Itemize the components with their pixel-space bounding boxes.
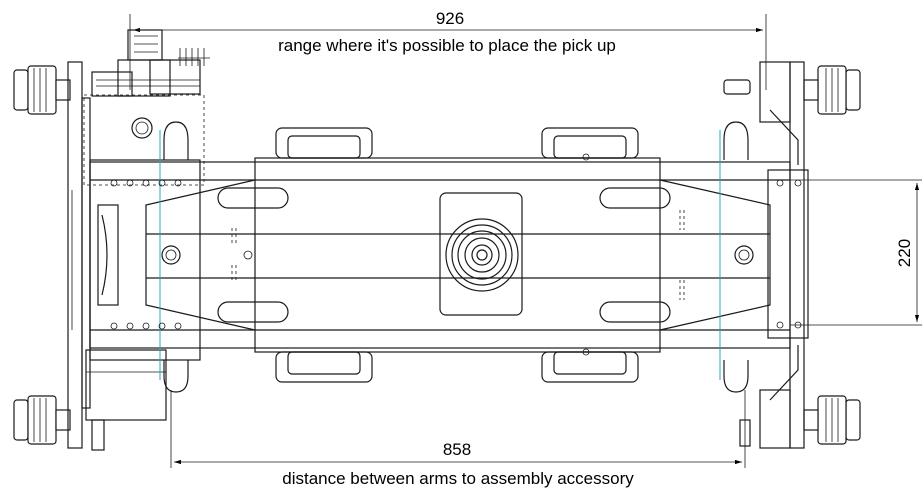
slots xyxy=(217,187,671,323)
center-hub xyxy=(439,192,523,316)
pivot-pins xyxy=(161,245,754,265)
handle-bottom-right xyxy=(541,351,639,383)
chassis xyxy=(89,157,791,353)
dimension-bottom-value: 858 xyxy=(443,440,471,459)
right-end-frame xyxy=(723,61,809,449)
dimension-top: 926 range where it's possible to place t… xyxy=(129,9,767,90)
wheel-top-right xyxy=(803,65,861,115)
wheel-bottom-left xyxy=(13,395,71,445)
hidden-lines xyxy=(231,210,685,300)
dimension-right: 220 xyxy=(790,179,922,326)
wheel-top-left xyxy=(13,65,71,115)
dimension-right-value: 220 xyxy=(895,239,914,267)
wheel-bottom-right xyxy=(803,395,861,445)
bolt-holes xyxy=(110,153,802,356)
dimension-top-value: 926 xyxy=(436,9,464,28)
handle-bottom-left xyxy=(275,351,373,383)
dimension-top-label: range where it's possible to place the p… xyxy=(278,36,616,55)
arm-left xyxy=(159,121,189,393)
arm-right xyxy=(719,121,749,393)
dimension-bottom: 858 distance between arms to assembly ac… xyxy=(170,390,746,488)
dimension-bottom-label: distance between arms to assembly access… xyxy=(282,469,634,488)
handle-top-left xyxy=(275,127,373,159)
handle-top-right xyxy=(541,127,639,159)
